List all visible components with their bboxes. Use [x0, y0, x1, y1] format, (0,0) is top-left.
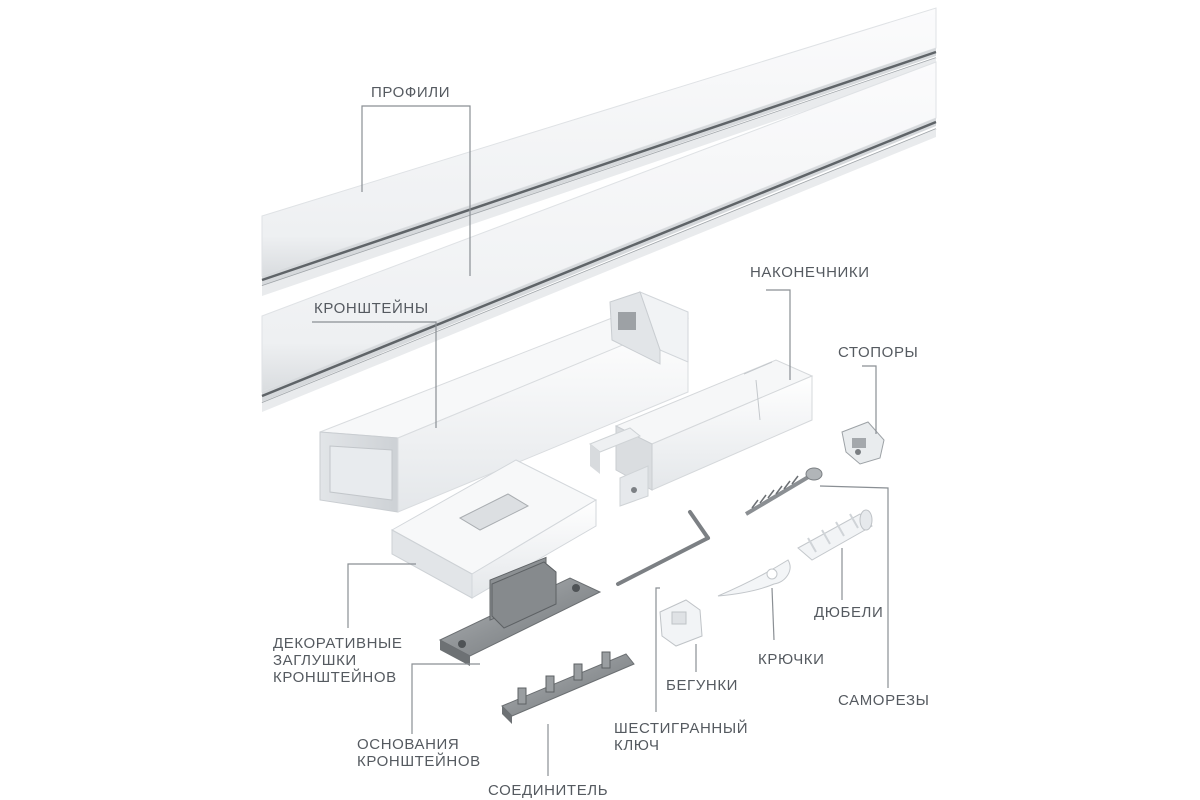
label-bracket-bases-line1: ОСНОВАНИЯ	[357, 736, 460, 753]
leader-hooks	[771, 587, 775, 641]
dowel-part	[797, 509, 873, 561]
label-brackets: КРОНШТЕЙНЫ	[314, 300, 429, 317]
label-profiles: ПРОФИЛИ	[371, 84, 451, 101]
label-runners: БЕГУНКИ	[666, 677, 739, 694]
runner-part	[659, 599, 703, 647]
bracket-part	[319, 291, 690, 513]
label-dowels: ДЮБЕЛИ	[814, 604, 884, 621]
label-decorative-caps: ДЕКОРАТИВНЫЕ ЗАГЛУШКИ КРОНШТЕЙНОВ	[273, 635, 403, 686]
leader-decorative-caps	[347, 563, 416, 628]
leader-bracket-bases	[411, 663, 480, 734]
decorative-cap-part	[390, 459, 598, 599]
label-end-caps: НАКОНЕЧНИКИ	[750, 264, 870, 281]
end-cap-part	[589, 359, 814, 507]
bracket-base-part	[438, 556, 602, 666]
label-hooks: КРЮЧКИ	[758, 651, 825, 668]
label-stoppers: СТОПОРЫ	[838, 344, 919, 361]
leader-lines	[312, 105, 889, 776]
screw-part	[744, 467, 823, 516]
label-hex-key-line2: КЛЮЧ	[614, 737, 660, 754]
label-connector: СОЕДИНИТЕЛЬ	[488, 782, 609, 799]
leader-hex-key	[655, 587, 660, 712]
label-bracket-bases: ОСНОВАНИЯ КРОНШТЕЙНОВ	[357, 736, 481, 770]
profile-rail-top	[261, 7, 937, 296]
label-hex-key: ШЕСТИГРАННЫЙ КЛЮЧ	[614, 720, 748, 754]
label-decorative-caps-line1: ДЕКОРАТИВНЫЕ	[273, 635, 403, 652]
label-decorative-caps-line2: ЗАГЛУШКИ	[273, 652, 357, 669]
leader-profiles-left	[361, 105, 471, 276]
label-bracket-bases-line2: КРОНШТЕЙНОВ	[357, 753, 481, 770]
profile-rail-bottom	[261, 61, 937, 412]
leader-screws	[819, 485, 889, 688]
label-screws: САМОРЕЗЫ	[838, 692, 930, 709]
hook-part	[717, 559, 791, 597]
label-decorative-caps-line3: КРОНШТЕЙНОВ	[273, 669, 397, 686]
leader-end-caps	[766, 289, 791, 380]
stopper-part	[841, 421, 885, 465]
hex-key-part	[616, 510, 710, 586]
connector-part	[501, 651, 635, 724]
leader-stoppers	[862, 365, 877, 434]
label-hex-key-line1: ШЕСТИГРАННЫЙ	[614, 720, 749, 737]
leader-brackets	[312, 321, 437, 428]
